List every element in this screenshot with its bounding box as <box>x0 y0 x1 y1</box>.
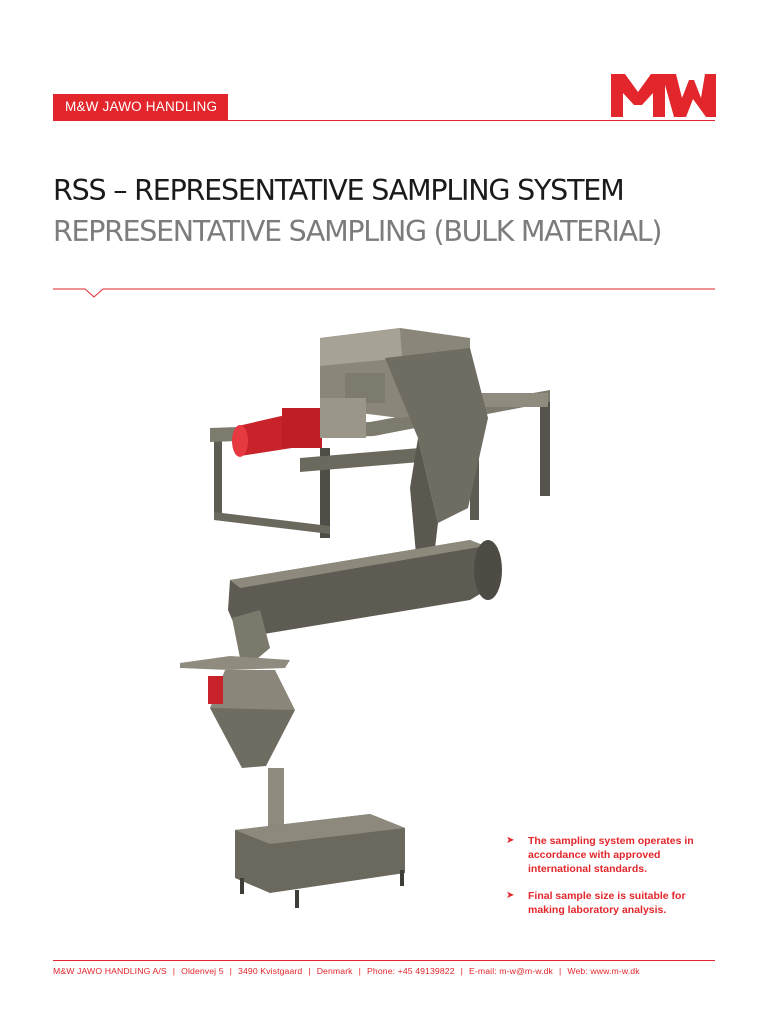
footer-phone: Phone: +45 49139822 <box>367 966 455 976</box>
footer-web[interactable]: Web: www.m-w.dk <box>567 966 640 976</box>
footer: M&W JAWO HANDLING A/S|Oldenvej 5|3490 Kv… <box>53 966 640 976</box>
footer-company: M&W JAWO HANDLING A/S <box>53 966 167 976</box>
feature-text: Final sample size is suitable for making… <box>528 890 686 916</box>
motor <box>232 398 366 457</box>
list-item: ➤ Final sample size is suitable for maki… <box>506 889 721 917</box>
arrow-bullet-icon: ➤ <box>506 835 515 846</box>
feature-list: ➤ The sampling system operates in accord… <box>506 834 721 930</box>
list-item: ➤ The sampling system operates in accord… <box>506 834 721 876</box>
collection-bin <box>235 814 405 908</box>
footer-rule <box>53 960 715 961</box>
cone-separator <box>180 610 295 838</box>
page-subtitle: REPRESENTATIVE SAMPLING (BULK MATERIAL) <box>53 215 662 248</box>
feature-text: The sampling system operates in accordan… <box>528 835 694 875</box>
arrow-bullet-icon: ➤ <box>506 890 515 901</box>
top-rule <box>53 120 715 121</box>
footer-email[interactable]: E-mail: m-w@m-w.dk <box>469 966 553 976</box>
brand-tag: M&W JAWO HANDLING <box>53 94 229 120</box>
footer-street: Oldenvej 5 <box>181 966 224 976</box>
section-divider <box>53 288 715 298</box>
sampling-system-illustration <box>180 328 550 908</box>
page-title: RSS – REPRESENTATIVE SAMPLING SYSTEM <box>53 174 625 207</box>
mw-logo <box>611 74 716 117</box>
crusher-housing <box>320 328 488 576</box>
conveyor <box>228 540 502 638</box>
footer-city: 3490 Kvistgaard <box>238 966 303 976</box>
footer-country: Denmark <box>316 966 353 976</box>
